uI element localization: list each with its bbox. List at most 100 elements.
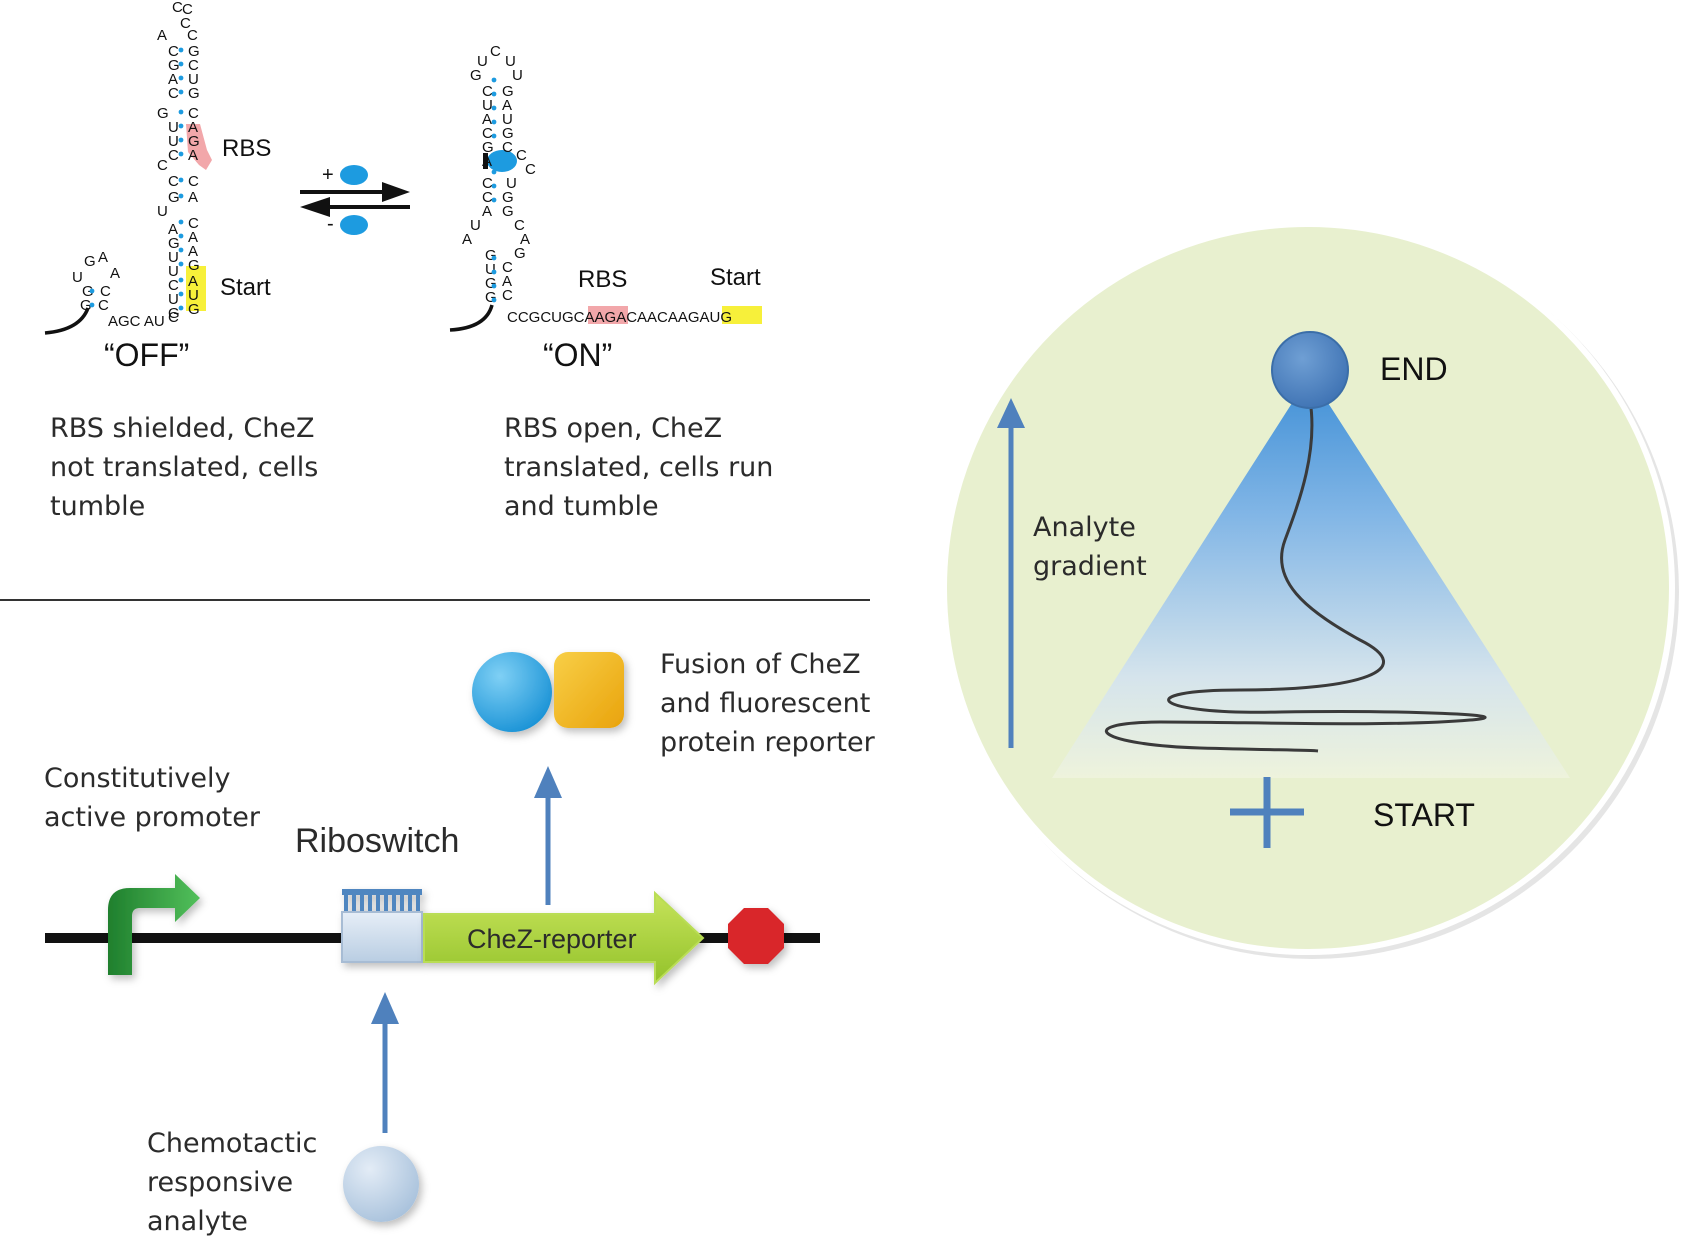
on-base-right: A — [502, 97, 512, 114]
minus-sign: - — [327, 213, 334, 235]
on-base-right: G — [502, 189, 514, 206]
reporter-gene-arrow — [423, 890, 705, 986]
on-base-left: G — [470, 67, 482, 84]
off-hairpin-base: G — [82, 283, 94, 300]
off-base-right: A — [188, 229, 198, 246]
on-rna-tail — [449, 304, 494, 332]
on-base-left: U — [485, 261, 496, 278]
off-hairpin-base: C — [100, 283, 111, 300]
off-sequence-letters: ACGACGUUCCCGUAGUUCUGCCCGCUGCAGACACAAGAUG… — [72, 0, 200, 330]
terminator-stop-icon — [728, 908, 784, 964]
riboswitch-block — [341, 889, 423, 963]
on-base-right: U — [502, 111, 513, 128]
on-base-left: C — [482, 175, 493, 192]
comb-tooth — [376, 895, 380, 911]
on-base-right: C — [525, 161, 536, 178]
on-base-right: A — [502, 273, 512, 290]
on-base-right: G — [502, 83, 514, 100]
comb-tooth — [368, 895, 372, 911]
base-pair-dot — [491, 133, 497, 139]
base-pair-dot — [178, 219, 184, 225]
on-base-right: G — [502, 125, 514, 142]
tail-mid: ACAACAAG — [616, 309, 699, 326]
fluorescent-protein-icon — [554, 652, 624, 728]
base-pair-dot — [178, 137, 184, 143]
gradient-cone — [1052, 375, 1570, 778]
on-base-right: C — [502, 139, 513, 156]
gradient-label: Analyte gradient — [1033, 512, 1147, 582]
off-base-right: C — [188, 105, 199, 122]
base-pair-dot — [178, 61, 184, 67]
off-hairpin-base: C — [98, 297, 109, 314]
off-hairpin-base: U — [72, 269, 83, 286]
promoter-label-line-1: Constitutively — [44, 763, 231, 794]
comb-tooth — [384, 895, 388, 911]
base-pair-dot — [491, 197, 497, 203]
on-ligand-pocket — [483, 153, 488, 169]
off-base-right: C — [188, 215, 199, 232]
cell-trajectory-path — [1105, 399, 1487, 753]
off-base-left: A — [168, 71, 178, 88]
base-pair-dot — [178, 277, 184, 283]
riboswitch-box — [341, 911, 423, 963]
on-base-left: G — [482, 139, 494, 156]
on-base-right: C — [516, 147, 527, 164]
fusion-label-line-1: Fusion of CheZ — [660, 649, 861, 680]
off-hairpin-base: G — [80, 297, 92, 314]
off-base-right: A — [188, 243, 198, 260]
comb-tooth — [344, 895, 348, 911]
forward-arrow-head — [382, 182, 410, 202]
off-base-left: U — [168, 249, 179, 266]
off-base-left: C — [168, 309, 179, 326]
off-base-right: A — [188, 147, 198, 164]
off-riboswitch: ACGACGUUCCCGUAGUUCUGCCCGCUGCAGACACAAGAUG… — [44, 0, 271, 373]
off-base-right: U — [188, 71, 199, 88]
end-label: END — [1380, 351, 1448, 387]
on-base-left: A — [462, 231, 472, 248]
comb-tooth — [400, 895, 404, 911]
off-base-right: G — [188, 43, 200, 60]
riboswitch-label: Riboswitch — [295, 822, 459, 860]
analyte-label-line-1: Chemotactic — [147, 1128, 317, 1159]
on-base-left: A — [482, 203, 492, 220]
off-base-left: A — [168, 221, 178, 238]
off-state-label: “OFF” — [104, 337, 189, 373]
on-base-right: U — [505, 53, 516, 70]
off-base-left: G — [168, 57, 180, 74]
off-base-left: C — [168, 43, 179, 60]
base-pair-dot — [89, 302, 95, 308]
base-pair-dot — [178, 261, 184, 267]
base-pair-dot — [178, 109, 184, 115]
riboswitch-comb-teeth — [344, 895, 420, 911]
promoter-label-line-2: active promoter — [44, 802, 261, 833]
base-pair-dot — [178, 89, 184, 95]
base-pair-dot — [491, 105, 497, 111]
off-base-right: C — [180, 15, 191, 32]
off-rbs-highlight — [186, 124, 212, 170]
on-caption-line-1: RBS open, CheZ — [504, 413, 722, 444]
base-pair-dot — [178, 151, 184, 157]
tail-rbs: AAG — [585, 309, 617, 326]
off-loop-base: C — [172, 0, 183, 16]
off-hairpin-base: A — [98, 249, 108, 266]
on-base-right: A — [520, 231, 530, 248]
base-pair-dot — [178, 233, 184, 239]
on-caption-line-2: translated, cells run — [504, 452, 773, 483]
genetic-construct: CheZ-reporter Constitutively active prom… — [44, 649, 876, 1237]
off-base-left: U — [157, 203, 168, 220]
on-base-left: A — [482, 153, 492, 170]
on-base-left: C — [482, 189, 493, 206]
off-base-left: C — [168, 147, 179, 164]
base-pair-dot — [491, 297, 497, 303]
on-base-left: U — [477, 53, 488, 70]
start-label: START — [1373, 797, 1475, 833]
off-start-highlight — [186, 266, 206, 311]
base-pair-dot — [491, 169, 497, 175]
analyte-label-line-2: responsive — [147, 1167, 293, 1198]
off-base-left: G — [157, 105, 169, 122]
on-rbs-label: RBS — [578, 266, 627, 293]
on-rbs-highlight — [588, 306, 628, 324]
off-base-left: A — [157, 27, 167, 44]
